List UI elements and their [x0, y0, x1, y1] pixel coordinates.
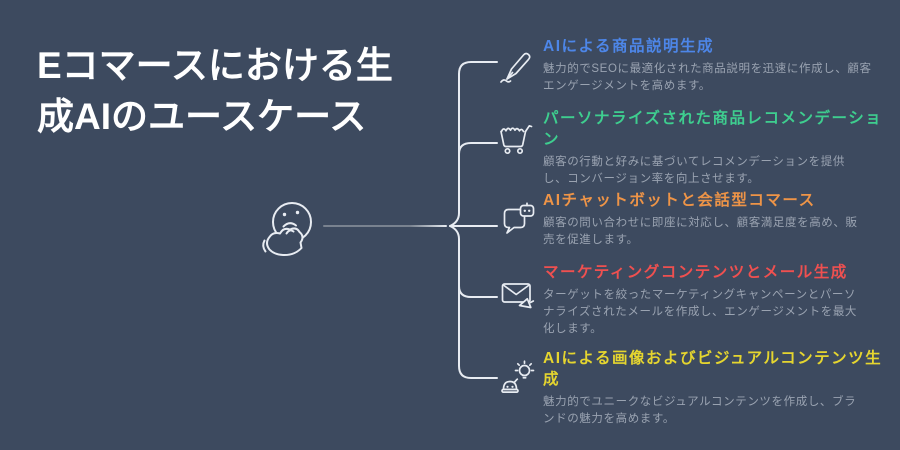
branch-line-4 [458, 285, 498, 298]
usecase-item-marketing-content: マーケティングコンテンツとメール生成 ターゲットを絞ったマーケティングキャンペー… [543, 262, 899, 338]
thinking-face-icon [262, 202, 312, 257]
item-description: 顧客の行動と好みに基づいてレコメンデーションを提供 し、コンバージョン率を向上さ… [543, 156, 845, 185]
item-description: 魅力的でユニークなビジュアルコンテンツを作成し、ブラ ンドの魅力を高めます。 [543, 396, 857, 425]
item-heading: AIチャットボットと会話型コマース [543, 192, 816, 209]
item-heading: パーソナライズされた商品レコメンデーショ ン [543, 110, 883, 148]
usecase-item-chatbots: AIチャットボットと会話型コマース 顧客の問い合わせに即座に対応し、顧客満足度を… [543, 190, 899, 249]
title-line-2: 成AIのユースケース [37, 96, 367, 137]
branch-line-2 [458, 142, 498, 155]
title-line-1: Eコマースにおける生 [37, 45, 393, 86]
item-description: 魅力的でSEOに最適化された商品説明を迅速に作成し、顧客 エンゲージメントを高め… [543, 63, 872, 92]
chatbot-icon [503, 202, 535, 234]
branch-line-5 [449, 225, 498, 379]
shopping-cart-icon [500, 124, 533, 155]
usecase-item-product-descriptions: AIによる商品説明生成 魅力的でSEOに最適化された商品説明を迅速に作成し、顧客… [543, 36, 899, 95]
usecase-item-visual-content: AIによる画像およびビジュアルコンテンツ生 成 魅力的でユニークなビジュアルコン… [543, 348, 899, 428]
item-description: ターゲットを絞ったマーケティングキャンペーンとパーソ ナライズされたメールを作成… [543, 289, 858, 335]
image-idea-icon [501, 360, 535, 393]
item-heading: AIによる商品説明生成 [543, 38, 715, 55]
email-send-icon [501, 283, 535, 309]
pen-icon [500, 52, 531, 83]
item-description: 顧客の問い合わせに即座に対応し、顧客満足度を高め、販 売を促進します。 [543, 217, 858, 246]
branch-line-1 [449, 61, 498, 227]
page-title: Eコマースにおける生 成AIのユースケース [37, 40, 393, 142]
item-heading: マーケティングコンテンツとメール生成 [543, 264, 848, 281]
item-heading: AIによる画像およびビジュアルコンテンツ生 成 [543, 350, 883, 388]
usecase-item-recommendations: パーソナライズされた商品レコメンデーショ ン 顧客の行動と好みに基づいてレコメン… [543, 108, 899, 188]
